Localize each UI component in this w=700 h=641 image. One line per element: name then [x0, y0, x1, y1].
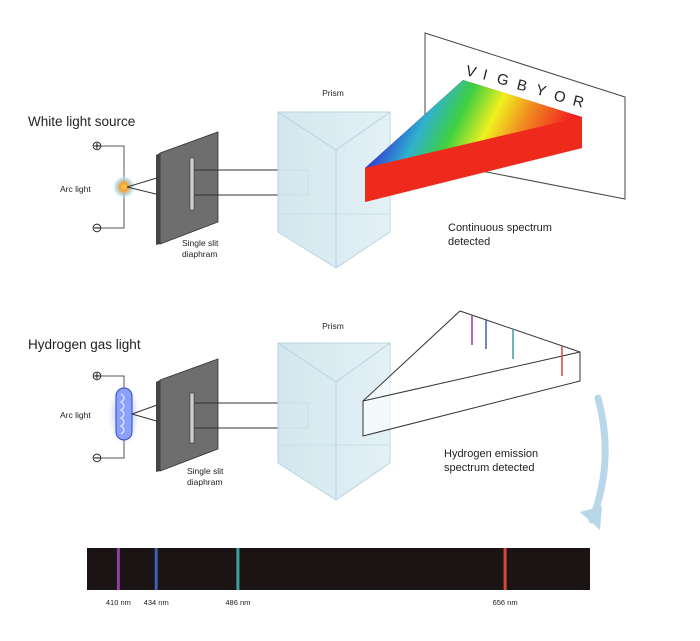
arc-light-icon — [112, 175, 136, 199]
continuous-spectrum — [365, 80, 582, 168]
top-result-label-1: Continuous spectrum — [448, 222, 552, 234]
light-ray — [126, 176, 161, 188]
bottom-title: Hydrogen gas light — [28, 337, 141, 352]
top-slit-label-1: Single slit — [182, 238, 219, 248]
tube-filament — [119, 393, 125, 435]
top-result-label-2: detected — [448, 236, 490, 248]
spectrum-line-label-434: 434 nm — [144, 598, 169, 607]
slit-diaphragm-edge — [156, 380, 160, 472]
letter-g: G — [495, 70, 510, 89]
letter-i: I — [481, 66, 489, 84]
top-arc-light-label: Arc light — [60, 184, 91, 194]
spectrum-line-486 — [236, 548, 240, 590]
top-slit-label-2: diaphram — [182, 249, 217, 259]
arrow-head-icon — [580, 506, 602, 530]
light-ray — [126, 186, 161, 196]
spectrum-strip-lines — [116, 548, 507, 590]
top-setup: White light source ⊕ ⊖ Arc light Single … — [28, 32, 626, 269]
spectrum-line-656 — [503, 548, 507, 590]
letter-y: Y — [534, 81, 548, 100]
bottom-slit-label-2: diaphram — [187, 477, 222, 487]
slit-opening — [189, 157, 195, 211]
bottom-slit-label-1: Single slit — [187, 466, 224, 476]
spectrum-line-434 — [154, 548, 158, 590]
top-plus-terminal: ⊕ — [92, 138, 103, 153]
spectrum-strip-background — [87, 548, 590, 590]
emission-fan — [362, 310, 581, 437]
bottom-minus-terminal: ⊖ — [92, 450, 103, 465]
letter-v: V — [464, 62, 479, 81]
bottom-setup: Hydrogen gas light ⊕ ⊖ Arc light Single … — [28, 310, 609, 530]
top-prism — [277, 111, 391, 269]
top-minus-terminal: ⊖ — [92, 220, 103, 235]
letter-b: B — [515, 76, 529, 95]
curved-arrow-icon — [588, 394, 609, 524]
emission-strip: 410 nm 434 nm 486 nm 656 nm — [87, 548, 590, 607]
light-ray — [131, 413, 161, 423]
bottom-plus-terminal: ⊕ — [92, 368, 103, 383]
top-title: White light source — [28, 114, 135, 129]
slit-diaphragm — [159, 358, 219, 472]
letter-r: R — [571, 92, 586, 111]
slit-opening — [189, 392, 195, 444]
spectrum-front — [365, 117, 582, 202]
bottom-result-label-1: Hydrogen emission — [444, 448, 538, 460]
fan-edge — [362, 351, 581, 402]
light-ray — [131, 403, 161, 415]
spectrum-line-label-410: 410 nm — [106, 598, 131, 607]
spectrum-line-410 — [116, 548, 120, 590]
bottom-prism-label: Prism — [322, 321, 344, 331]
letter-o: O — [552, 87, 567, 106]
spectrum-line-label-486: 486 nm — [225, 598, 250, 607]
bottom-result-label-2: spectrum detected — [444, 462, 535, 474]
color-letters: V I G B Y O R — [464, 62, 586, 111]
slit-diaphragm — [159, 131, 219, 245]
spectrum-line-label-656: 656 nm — [493, 598, 518, 607]
bottom-prism — [277, 342, 391, 501]
bottom-arc-light-label: Arc light — [60, 410, 91, 420]
slit-diaphragm-edge — [156, 153, 160, 245]
top-prism-label: Prism — [322, 88, 344, 98]
spectrum-strip-labels: 410 nm 434 nm 486 nm 656 nm — [106, 598, 518, 607]
